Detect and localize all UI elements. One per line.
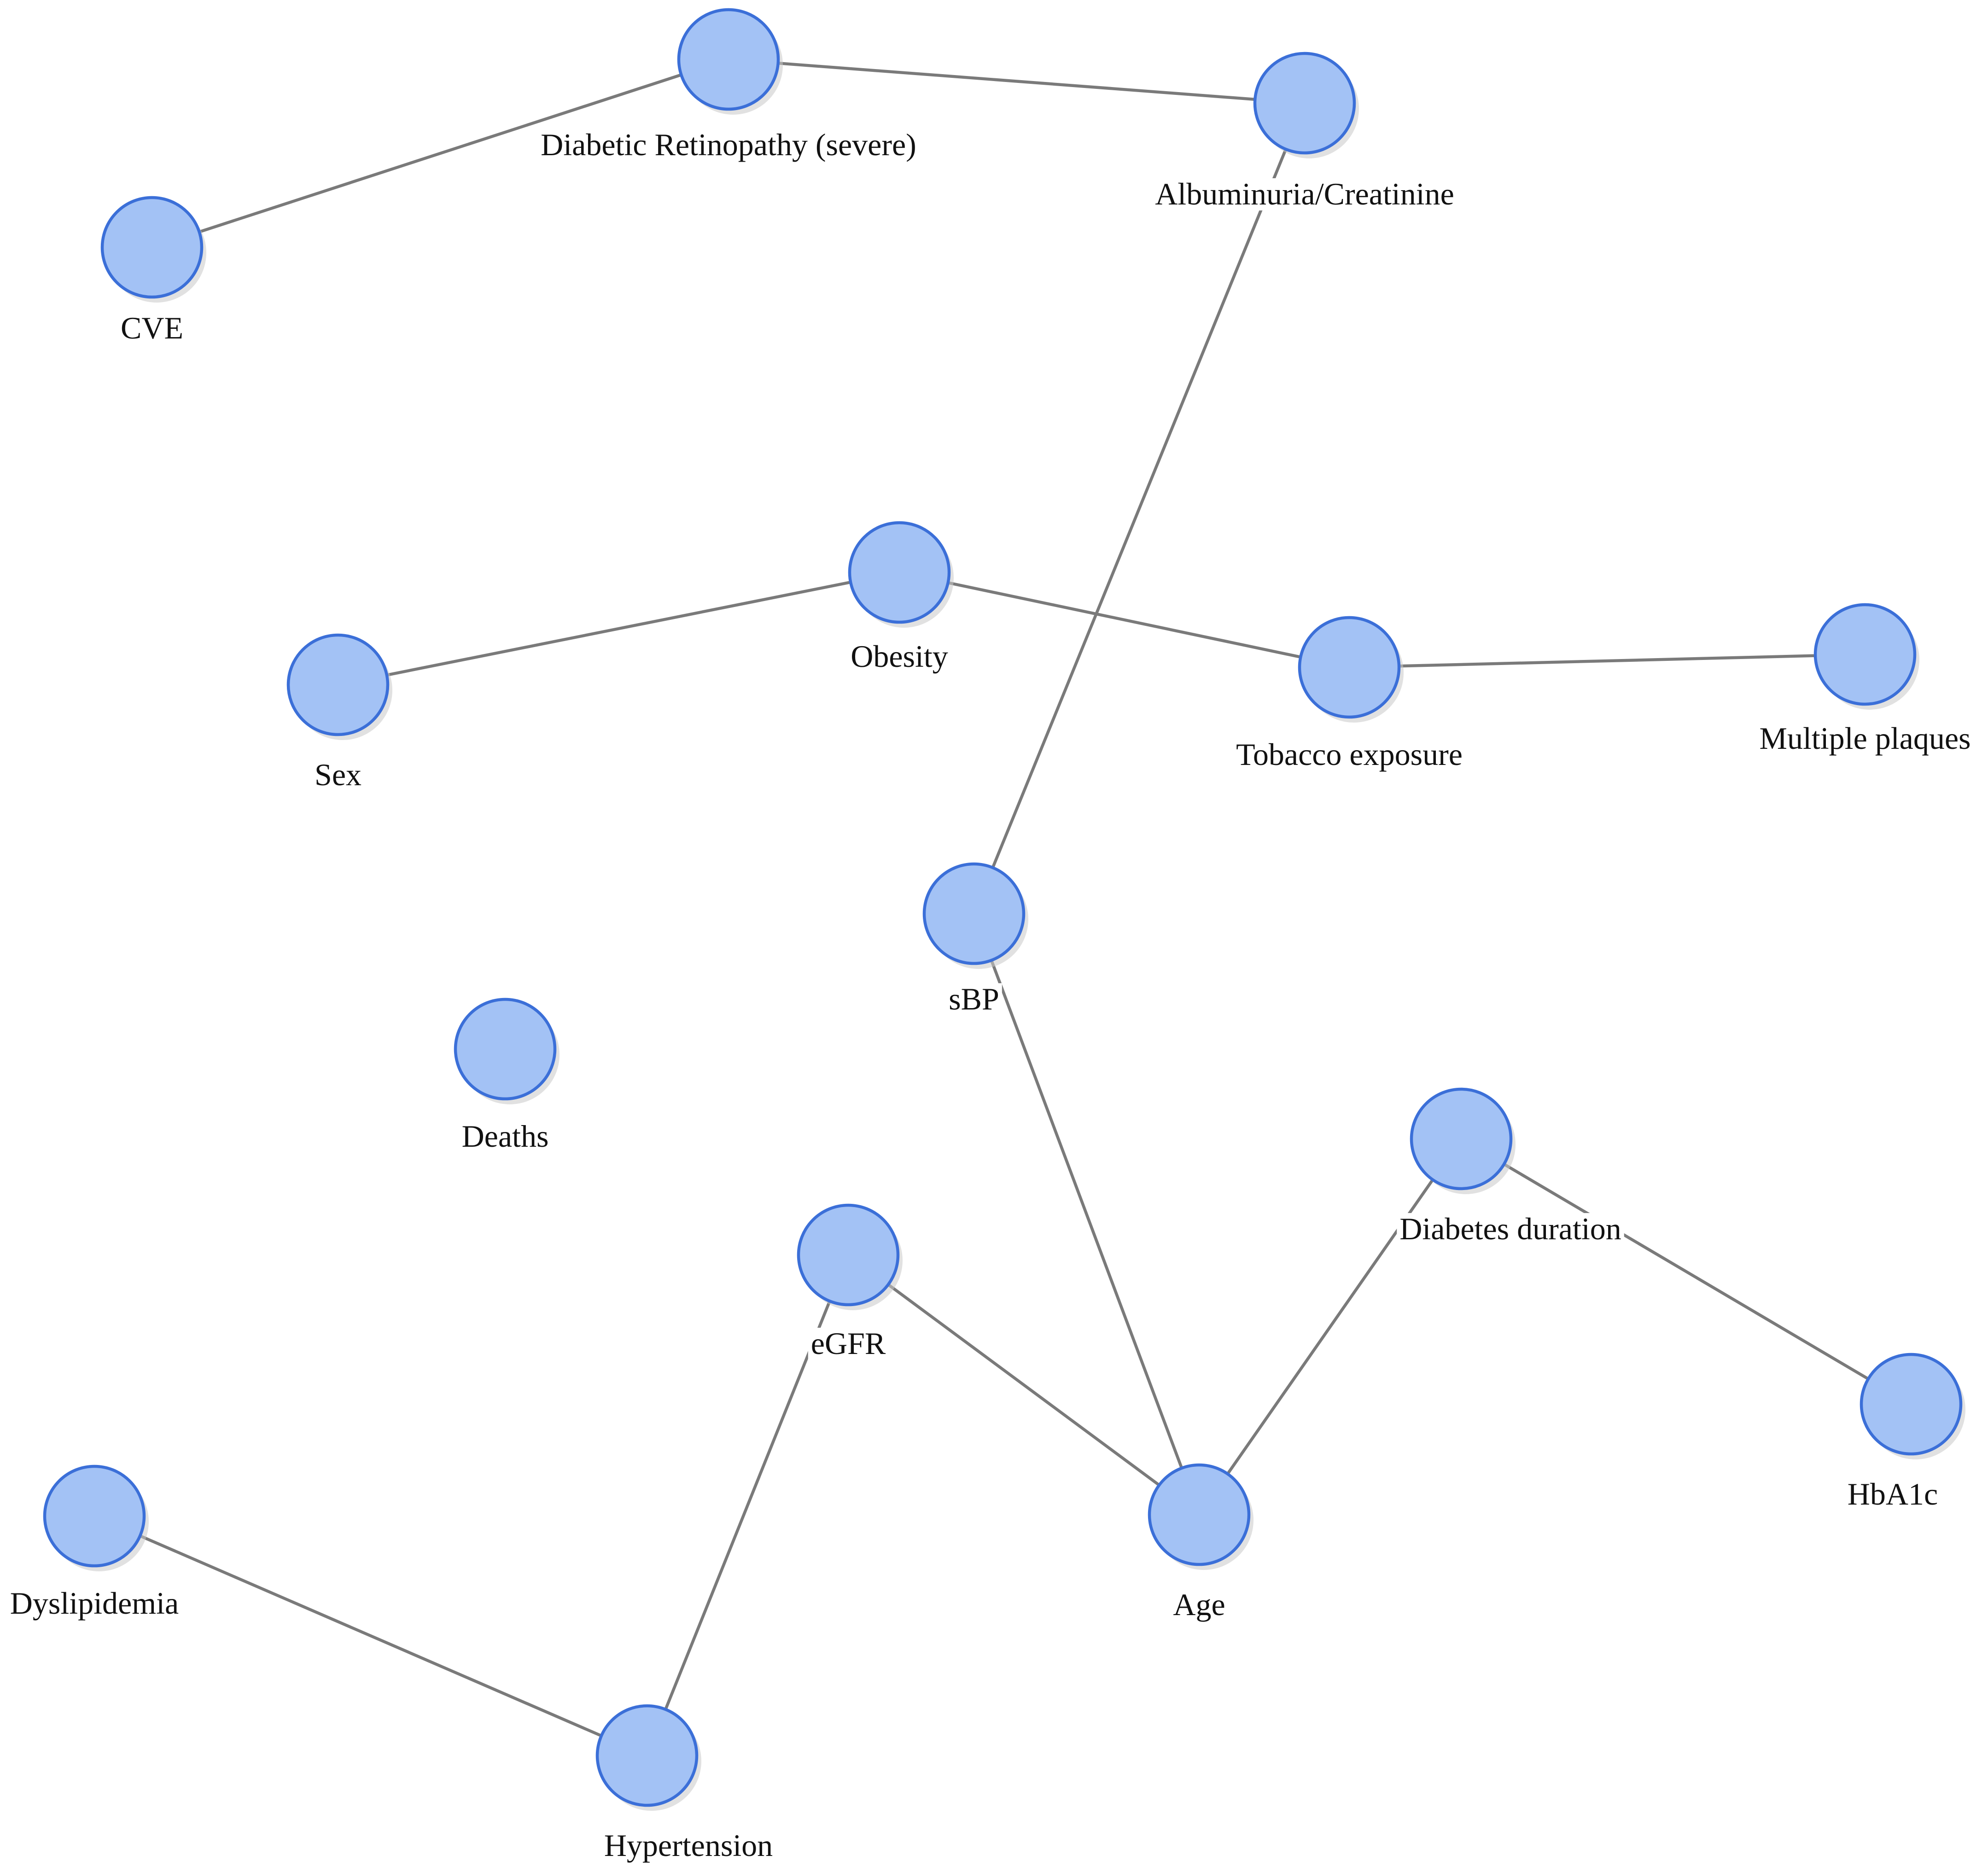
node-tobacco[interactable]: Tobacco exposure [1233, 616, 1465, 772]
node-circle[interactable] [1253, 52, 1356, 155]
node-label-egfr: eGFR [811, 1326, 886, 1361]
edge-albuminuria-sbp [972, 102, 1306, 915]
node-label-background [1170, 1589, 1228, 1621]
node-multiple-plaques[interactable]: Multiple plaques [1756, 603, 1974, 756]
node-label-multiple-plaques: Multiple plaques [1760, 721, 1971, 756]
nodes-layer: CVE Diabetic Retinopathy (severe) Albuminu… [7, 8, 1974, 1863]
node-circle[interactable] [677, 8, 780, 111]
node-obesity[interactable]: Obesity [848, 521, 954, 674]
node-label-background [848, 641, 951, 673]
node-label-background [601, 1830, 776, 1862]
node-circle[interactable] [1148, 1463, 1251, 1566]
edge-dyslipidemia-hypertension [93, 1515, 648, 1757]
node-label-sex: Sex [315, 757, 361, 792]
node-label-background [118, 312, 186, 344]
edge-sbp-age [972, 913, 1201, 1516]
edge-age-diabetes-duration [1198, 1138, 1463, 1516]
node-deaths[interactable]: Deaths [454, 998, 560, 1154]
node-sex[interactable]: Sex [286, 633, 392, 792]
edge-tobacco-multiple-plaques [1349, 653, 1866, 669]
node-label-albuminuria: Albuminuria/Creatinine [1155, 176, 1454, 211]
node-dyslipidemia[interactable]: Dyslipidemia [7, 1465, 182, 1621]
node-label-hypertension: Hypertension [604, 1828, 773, 1863]
node-circle[interactable] [1813, 603, 1917, 706]
node-circle[interactable] [43, 1465, 146, 1568]
node-label-background [312, 759, 364, 791]
node-label-background [459, 1120, 552, 1153]
node-hypertension[interactable]: Hypertension [595, 1704, 776, 1863]
node-circle[interactable] [848, 521, 951, 624]
edge-sex-obesity [338, 571, 900, 687]
node-circle[interactable] [1860, 1353, 1963, 1456]
node-label-background [946, 983, 1002, 1015]
node-label-obesity: Obesity [851, 639, 948, 674]
node-egfr[interactable]: eGFR [797, 1203, 903, 1361]
edge-egfr-age [847, 1254, 1200, 1516]
node-label-background [7, 1587, 182, 1620]
edge-diabetes-duration-hba1c [1460, 1138, 1912, 1406]
node-label-background [1397, 1213, 1624, 1245]
node-age[interactable]: Age [1148, 1463, 1253, 1622]
node-sbp[interactable]: sBP [922, 862, 1028, 1016]
node-diabetic-retinopathy[interactable]: Diabetic Retinopathy (severe) [538, 8, 919, 162]
node-circle[interactable] [797, 1203, 900, 1307]
node-circle[interactable] [1298, 616, 1401, 719]
node-label-deaths: Deaths [462, 1119, 549, 1154]
node-label-hba1c: HbA1c [1848, 1476, 1938, 1511]
edge-cve-diabetic-retinopathy [151, 58, 729, 249]
node-label-tobacco: Tobacco exposure [1236, 737, 1463, 772]
node-label-diabetic-retinopathy: Diabetic Retinopathy (severe) [541, 127, 916, 162]
node-circle[interactable] [922, 862, 1026, 965]
node-label-age: Age [1173, 1587, 1225, 1622]
node-circle[interactable] [100, 196, 204, 299]
node-label-sbp: sBP [949, 981, 999, 1016]
node-label-background [538, 129, 919, 161]
node-circle[interactable] [1410, 1087, 1513, 1190]
node-label-dyslipidemia: Dyslipidemia [10, 1586, 179, 1621]
node-circle[interactable] [595, 1704, 699, 1807]
node-hba1c[interactable]: HbA1c [1844, 1353, 1965, 1511]
node-circle[interactable] [454, 998, 557, 1101]
node-label-background [808, 1328, 889, 1360]
node-label-background [1844, 1478, 1941, 1511]
node-label-diabetes-duration: Diabetes duration [1399, 1211, 1621, 1246]
node-cve[interactable]: CVE [100, 196, 206, 345]
node-albuminuria[interactable]: Albuminuria/Creatinine [1152, 52, 1457, 211]
node-circle[interactable] [286, 633, 390, 736]
node-label-cve: CVE [121, 310, 183, 345]
node-label-background [1756, 723, 1974, 755]
node-diabetes-duration[interactable]: Diabetes duration [1397, 1087, 1624, 1246]
node-label-background [1233, 739, 1465, 771]
node-label-background [1152, 178, 1457, 210]
edge-diabetic-retinopathy-albuminuria [728, 58, 1305, 105]
edge-obesity-tobacco [899, 571, 1350, 669]
